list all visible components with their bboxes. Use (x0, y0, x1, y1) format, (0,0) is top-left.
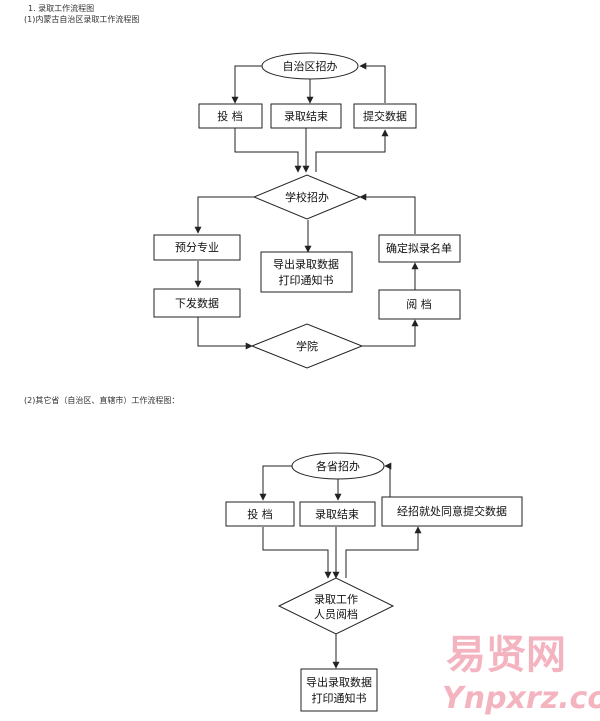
flow1-daochu-node (260, 251, 353, 293)
flow2-daochu-node (300, 668, 378, 712)
flowchart-2-heading: (2)其它省（自治区、直辖市）工作流程图： (24, 396, 180, 405)
flow1-yufen-label: 预分专业 (175, 240, 219, 254)
flow1-toudang-node (198, 103, 263, 129)
flow1-xiafa-label: 下发数据 (175, 296, 219, 310)
flow1-school-diamond (252, 174, 362, 220)
flow1-toudang-label: 投 档 (217, 109, 243, 123)
flow2-luqu-jieshu-node (299, 501, 376, 527)
flow1-yufen-node (153, 234, 241, 261)
watermark: 易贤网 Ynpxrz.com (442, 632, 600, 716)
flow2-toudang-label: 投 档 (247, 507, 273, 521)
flow1-yuedang-node (378, 289, 461, 320)
flow1-start-node (261, 52, 359, 80)
flowchart-2 (225, 452, 523, 712)
flow1-queding-node (378, 234, 461, 263)
flow1-tijiao-node (353, 103, 417, 129)
flow1-school-label: 学校招办 (285, 190, 329, 204)
flow2-luqu-jieshu-label: 录取结束 (315, 508, 359, 521)
flow1-xiafa-node (153, 288, 241, 318)
flow1-queding-label: 确定拟录名单 (386, 241, 452, 255)
flowchart-1-labels: 自治区招办 投 档 录取结束 提交数据 学校招办 预分专业 导出录取数据 打印通… (175, 59, 452, 353)
flow2-start-label: 各省招办 (316, 459, 360, 473)
section-heading: 1. 录取工作流程图 (28, 4, 95, 13)
flow1-start-label: 自治区招办 (283, 59, 338, 73)
flow1-tijiao-label: 提交数据 (363, 109, 407, 123)
flow2-staff-line2: 人员阅档 (314, 607, 358, 621)
flow1-college-label: 学院 (296, 339, 318, 353)
flow1-luqu-jieshu-node (270, 103, 342, 129)
watermark-logo-text: 易贤网 (446, 632, 566, 678)
flow2-start-node (291, 452, 385, 480)
flow1-yuedang-label: 阅 档 (406, 297, 432, 311)
flow1-daochu-line2: 打印通知书 (279, 273, 334, 287)
flowchart-1-heading: (1)内蒙古自治区录取工作流程图 (24, 15, 140, 24)
flow2-daochu-line1: 导出录取数据 (306, 675, 372, 689)
flow1-connectors (194, 62, 419, 350)
flowchart-1 (153, 52, 461, 369)
flow1-daochu-line1: 导出录取数据 (273, 257, 339, 271)
flow2-daochu-line2: 打印通知书 (312, 691, 367, 705)
flow2-toudang-node (225, 501, 295, 527)
flow2-staff-line1: 录取工作 (314, 593, 358, 606)
watermark-url-text: Ynpxrz.com (442, 681, 600, 716)
flow1-college-diamond (250, 323, 364, 369)
flow2-connectors (259, 462, 422, 669)
flow2-jingzhao-node (381, 496, 523, 527)
flowchart-2-labels: 各省招办 投 档 录取结束 经招就处同意提交数据 录取工作 人员阅档 导出录取数… (247, 459, 507, 705)
flow1-luqu-jieshu-label: 录取结束 (284, 110, 328, 123)
flow2-staff-diamond (277, 577, 395, 635)
flow2-jingzhao-label: 经招就处同意提交数据 (397, 504, 507, 518)
